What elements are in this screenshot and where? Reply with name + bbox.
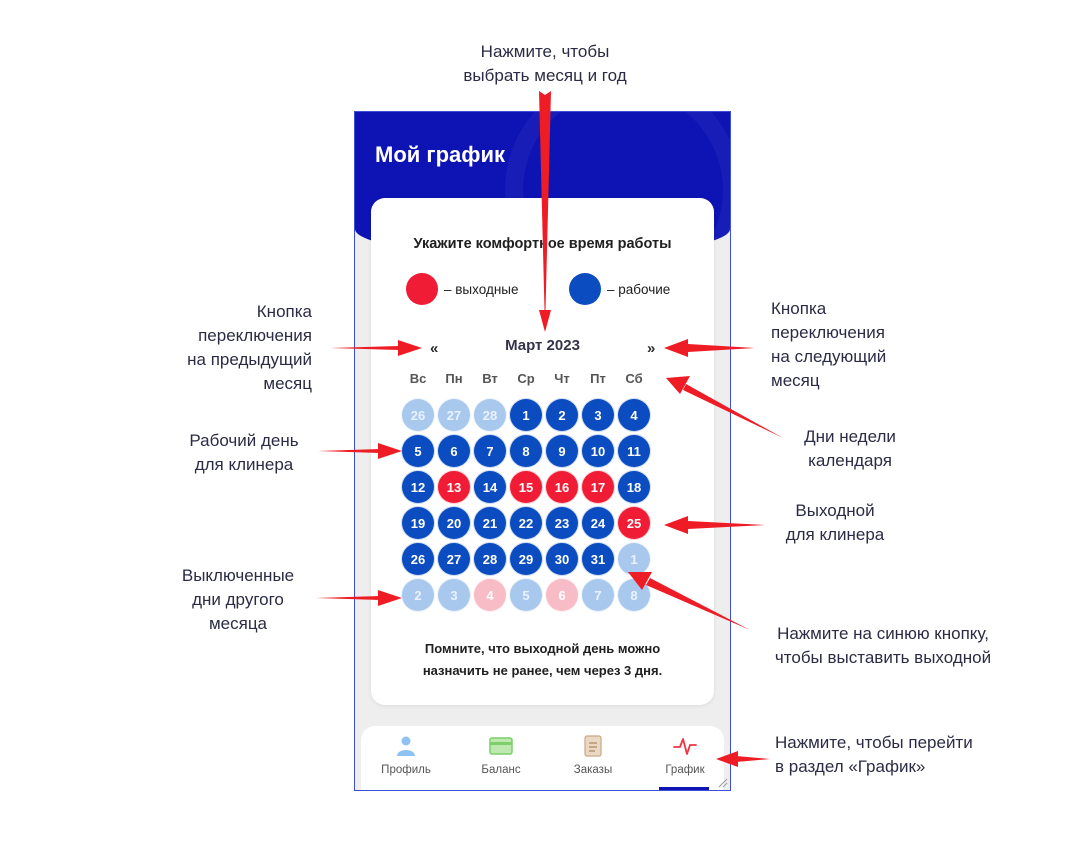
weekday-label: Чт — [554, 371, 570, 386]
calendar-day-work[interactable]: 21 — [473, 506, 507, 540]
tab-schedule[interactable]: График — [640, 726, 730, 790]
tab-profile[interactable]: Профиль — [361, 726, 451, 790]
schedule-card: Укажите комфортное время работы – выходн… — [371, 198, 714, 705]
tab-label: Профиль — [381, 764, 431, 776]
weekday-label: Вт — [482, 371, 498, 386]
legend-off-label: – выходные — [444, 282, 519, 297]
legend-work-dot — [569, 273, 601, 305]
calendar-day-work[interactable]: 31 — [581, 542, 615, 576]
arrow-schedule-tab — [736, 756, 770, 762]
calendar-day-work[interactable]: 14 — [473, 470, 507, 504]
calendar-day-other-month: 27 — [437, 398, 471, 432]
calendar-day-work[interactable]: 9 — [545, 434, 579, 468]
calendar-day-work[interactable]: 5 — [401, 434, 435, 468]
calendar-day-work[interactable]: 23 — [545, 506, 579, 540]
calendar-day-off[interactable]: 17 — [581, 470, 615, 504]
calendar-day-work[interactable]: 2 — [545, 398, 579, 432]
tab-orders[interactable]: Заказы — [548, 726, 638, 790]
profile-icon — [397, 736, 415, 756]
tab-label: Баланс — [481, 764, 521, 776]
calendar-day-other-month: 8 — [617, 578, 651, 612]
bottom-navigation: Профиль Баланс Заказы График — [361, 726, 724, 790]
calendar-day-other-month: 2 — [401, 578, 435, 612]
weekday-label: Ср — [517, 371, 535, 386]
tab-balance[interactable]: Баланс — [456, 726, 546, 790]
calendar-day-work[interactable]: 20 — [437, 506, 471, 540]
calendar-day-other-month: 4 — [473, 578, 507, 612]
calendar-day-other-month: 26 — [401, 398, 435, 432]
calendar-day-work[interactable]: 11 — [617, 434, 651, 468]
schedule-icon — [673, 738, 697, 755]
legend-off-dot — [406, 273, 438, 305]
calendar-day-off[interactable]: 15 — [509, 470, 543, 504]
calendar-day-work[interactable]: 7 — [473, 434, 507, 468]
calendar-day-work[interactable]: 30 — [545, 542, 579, 576]
calendar-day-work[interactable]: 24 — [581, 506, 615, 540]
resize-grip-icon — [718, 778, 728, 788]
calendar-day-off[interactable]: 25 — [617, 506, 651, 540]
calendar-day-other-month: 28 — [473, 398, 507, 432]
balance-icon — [489, 737, 513, 755]
next-month-button[interactable]: » — [647, 340, 656, 357]
calendar-day-work[interactable]: 18 — [617, 470, 651, 504]
calendar-day-other-month: 7 — [581, 578, 615, 612]
tab-label: Заказы — [573, 764, 613, 776]
weekday-label: Вс — [409, 371, 427, 386]
card-heading: Укажите комфортное время работы — [413, 236, 672, 252]
tab-label: График — [665, 764, 705, 776]
calendar-day-work[interactable]: 4 — [617, 398, 651, 432]
active-tab-indicator — [659, 787, 709, 790]
weekday-label: Сб — [625, 371, 643, 386]
legend-work-label: – рабочие — [607, 282, 671, 297]
calendar-day-work[interactable]: 3 — [581, 398, 615, 432]
calendar-day-work[interactable]: 26 — [401, 542, 435, 576]
calendar-day-work[interactable]: 1 — [509, 398, 543, 432]
phone-screen: Мой график Укажите комфортное время рабо… — [354, 111, 731, 791]
annotation-blue-button: Нажмите на синюю кнопку,чтобы выставить … — [774, 624, 992, 667]
page-title: Мой график — [375, 142, 506, 167]
calendar-day-other-month: 1 — [617, 542, 651, 576]
weekday-label: Пт — [590, 371, 606, 386]
calendar-day-work[interactable]: 8 — [509, 434, 543, 468]
calendar-day-work[interactable]: 19 — [401, 506, 435, 540]
calendar-day-work[interactable]: 12 — [401, 470, 435, 504]
month-year-selector[interactable]: Март 2023 — [505, 337, 580, 354]
calendar-day-work[interactable]: 27 — [437, 542, 471, 576]
calendar-day-work[interactable]: 10 — [581, 434, 615, 468]
card-note: Помните, что выходной день можно назначи… — [422, 641, 663, 678]
calendar-day-work[interactable]: 22 — [509, 506, 543, 540]
calendar-day-work[interactable]: 29 — [509, 542, 543, 576]
calendar-day-off[interactable]: 16 — [545, 470, 579, 504]
calendar-day-work[interactable]: 6 — [437, 434, 471, 468]
prev-month-button[interactable]: « — [430, 340, 439, 357]
calendar-day-other-month: 6 — [545, 578, 579, 612]
calendar-day-work[interactable]: 28 — [473, 542, 507, 576]
calendar-day-other-month: 5 — [509, 578, 543, 612]
orders-icon — [584, 735, 602, 757]
calendar-day-other-month: 3 — [437, 578, 471, 612]
calendar-day-off[interactable]: 13 — [437, 470, 471, 504]
weekday-label: Пн — [445, 371, 463, 386]
